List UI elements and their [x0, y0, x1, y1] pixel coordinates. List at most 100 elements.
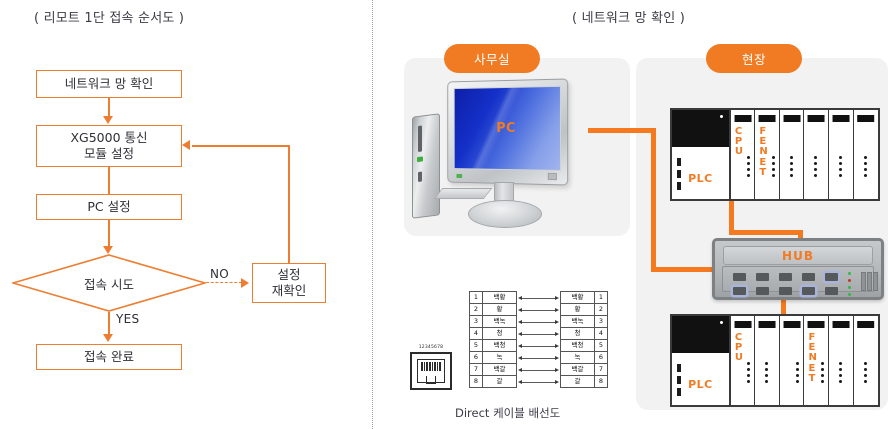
cable-pc-to-hub-h1 [588, 128, 656, 133]
flow-node-pc-setup[interactable]: PC 설정 [36, 194, 182, 220]
flow-edge-yes-line [108, 312, 110, 336]
flow-node-xg5000-module-setup[interactable]: XG5000 통신 모듈 설정 [36, 125, 182, 167]
flow-node-xg5000-line1: XG5000 통신 [70, 130, 148, 145]
network-hub[interactable]: HUB [712, 238, 884, 300]
plc-psu-bottom: PLC [672, 316, 731, 405]
wiring-link [517, 352, 561, 364]
hub-port-u5-active[interactable] [825, 273, 838, 281]
hub-port-l2[interactable] [756, 287, 769, 295]
monitor-base [468, 200, 542, 228]
office-badge: 사무실 [444, 44, 540, 73]
hub-port-u4[interactable] [802, 273, 815, 281]
wiring-left-pin: 8 [469, 375, 483, 388]
hub-port-l3[interactable] [779, 287, 792, 295]
wiring-left-color: 청 [482, 327, 517, 340]
panel-divider [372, 0, 373, 429]
field-badge: 현장 [706, 44, 802, 73]
rj45-pin-numbers: 12345678 [418, 345, 444, 350]
wiring-left-pin: 3 [469, 315, 483, 328]
flow-node-recheck-settings[interactable]: 설정 재확인 [252, 263, 326, 303]
wiring-right-pin: 1 [594, 291, 608, 304]
hub-port-l5[interactable] [825, 287, 838, 295]
flow-edge-3-line [108, 220, 110, 248]
flow-edge-loop-horizontal [192, 145, 290, 147]
rack-bottom-slot-3[interactable] [779, 316, 805, 405]
hub-vent-3 [873, 272, 878, 291]
diamond-shape-icon [12, 254, 206, 312]
cable-hub-to-fenet-bottom [781, 278, 786, 322]
wiring-left-pin: 2 [469, 303, 483, 316]
cable-fenet-top-h [729, 230, 803, 235]
wiring-link [517, 292, 561, 304]
pc-label: PC [496, 120, 516, 137]
hub-led-2-icon [848, 279, 851, 282]
wiring-right-color: 청 [560, 327, 595, 340]
rack-top-slot-4[interactable] [804, 110, 829, 199]
wiring-right-color: 백황 [560, 291, 595, 304]
rack-bottom-slot-2[interactable] [755, 316, 780, 405]
hub-port-l4-active[interactable] [802, 287, 815, 295]
cable-diagram-caption: Direct 케이블 배선도 [455, 406, 561, 420]
monitor-button-icon [547, 172, 557, 181]
hub-port-u1[interactable] [733, 273, 746, 281]
hub-port-u3[interactable] [779, 273, 792, 281]
flow-edge-no-arrowhead [241, 278, 249, 288]
wiring-right-color: 갈 [560, 375, 595, 388]
wiring-left-pin: 1 [469, 291, 483, 304]
rack-top-slot-6[interactable] [853, 110, 879, 199]
flow-node-connection-attempt[interactable]: 접속 시도 [12, 254, 206, 312]
hub-led-3-icon [848, 286, 851, 289]
flow-edge-no-dashline [206, 282, 242, 283]
hub-led-1-icon [848, 272, 851, 275]
wiring-left-color: 백청 [482, 339, 517, 352]
flow-node-recheck-line2: 재확인 [271, 283, 307, 298]
hub-led-4-icon [848, 293, 851, 296]
hub-vent-1 [861, 272, 866, 291]
wiring-right-pin: 7 [594, 363, 608, 376]
wiring-left-color: 백황 [482, 291, 517, 304]
rack-bottom-slot-6[interactable] [853, 316, 879, 405]
flow-edge-2-line [108, 167, 110, 194]
wiring-left-pin: 6 [469, 351, 483, 364]
wiring-link [517, 364, 561, 376]
wiring-link [517, 340, 561, 352]
rack-top-slot-5[interactable] [828, 110, 854, 199]
rack-top-slot-3[interactable] [779, 110, 805, 199]
wiring-right-color: 백녹 [560, 315, 595, 328]
flow-node-xg5000-line2: 모듈 설정 [84, 146, 134, 161]
flow-node-connection-complete[interactable]: 접속 완료 [36, 344, 182, 370]
wiring-right-pin: 5 [594, 339, 608, 352]
wiring-left-pin: 5 [469, 339, 483, 352]
hub-port-l1-active[interactable] [733, 287, 746, 295]
flow-node-network-check[interactable]: 네트워크 망 확인 [36, 70, 182, 98]
rack-bottom-slot-5[interactable] [828, 316, 854, 405]
wiring-link [517, 376, 561, 388]
flow-edge-loop-arrowhead [182, 140, 190, 150]
hub-port-u2[interactable] [756, 273, 769, 281]
hub-top-bar: HUB [723, 246, 873, 265]
flow-node-connection-attempt-label: 접속 시도 [84, 276, 134, 292]
wiring-left-color: 황 [482, 303, 517, 316]
wiring-left-color: 녹 [482, 351, 517, 364]
flow-edge-yes-arrowhead [103, 334, 113, 342]
wiring-left-color: 백녹 [482, 315, 517, 328]
wiring-left-pin: 4 [469, 327, 483, 340]
cable-pc-to-hub-h2 [651, 267, 715, 272]
flow-edge-1-line [108, 98, 110, 118]
plc-label-top: PLC [688, 171, 713, 185]
left-panel-title: ( 리모트 1단 접속 순서도 ) [34, 11, 185, 26]
flow-edge-loop-vertical [288, 145, 290, 263]
